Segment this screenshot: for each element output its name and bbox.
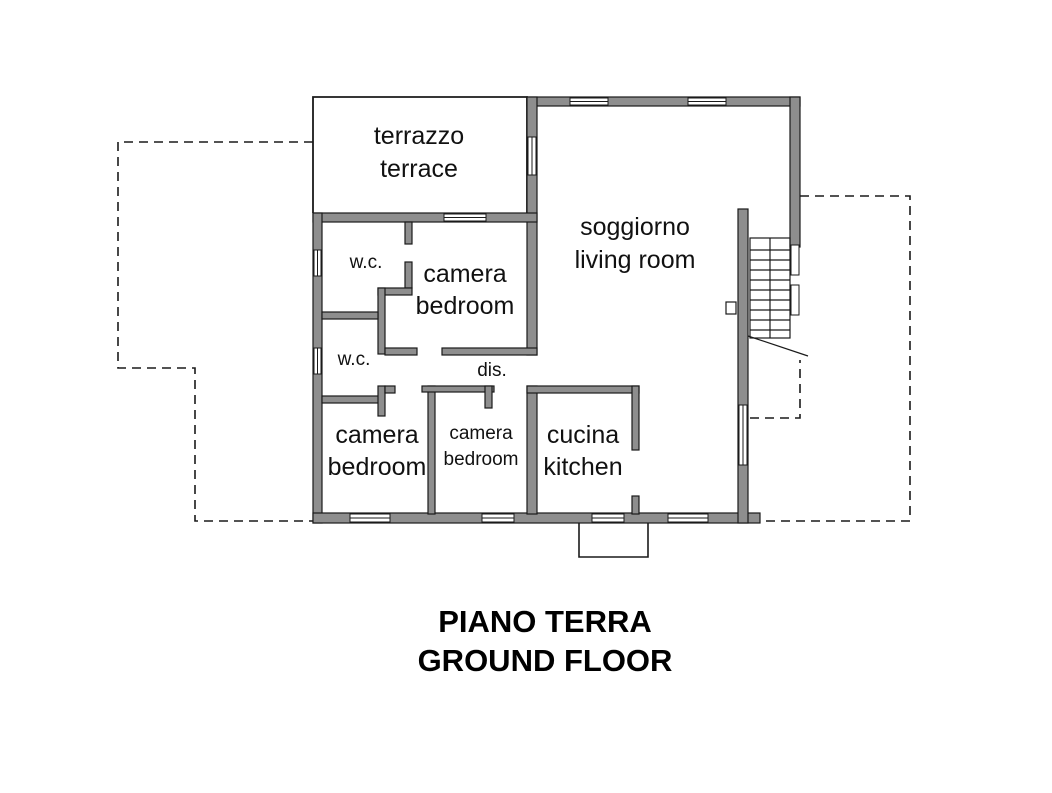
staircase	[725, 237, 809, 357]
living-room-label-en: living room	[575, 246, 696, 274]
wc-top-label: w.c.	[349, 252, 383, 273]
bedroom-main-label-it: camera	[423, 260, 506, 288]
outdoor-boundary	[117, 141, 911, 522]
entrance-step	[578, 523, 649, 558]
plan-title-en: GROUND FLOOR	[418, 643, 673, 678]
bedroom-main-label-en: bedroom	[416, 292, 515, 320]
hall-label: dis.	[477, 360, 507, 381]
kitchen-label-en: kitchen	[543, 453, 622, 481]
plan-title-it: PIANO TERRA	[438, 604, 652, 639]
bedroom-mid-label-it: camera	[449, 423, 513, 444]
living-room-label-it: soggiorno	[580, 213, 690, 241]
kitchen-label-it: cucina	[547, 421, 619, 449]
terrace-label-it: terrazzo	[374, 122, 464, 150]
wc-mid-label: w.c.	[337, 349, 371, 370]
bedroom-left-label-en: bedroom	[328, 453, 427, 481]
terrace-label-en: terrace	[380, 155, 458, 183]
windows	[313, 97, 800, 523]
bedroom-mid-label-en: bedroom	[444, 449, 519, 470]
bedroom-left-label-it: camera	[335, 421, 418, 449]
